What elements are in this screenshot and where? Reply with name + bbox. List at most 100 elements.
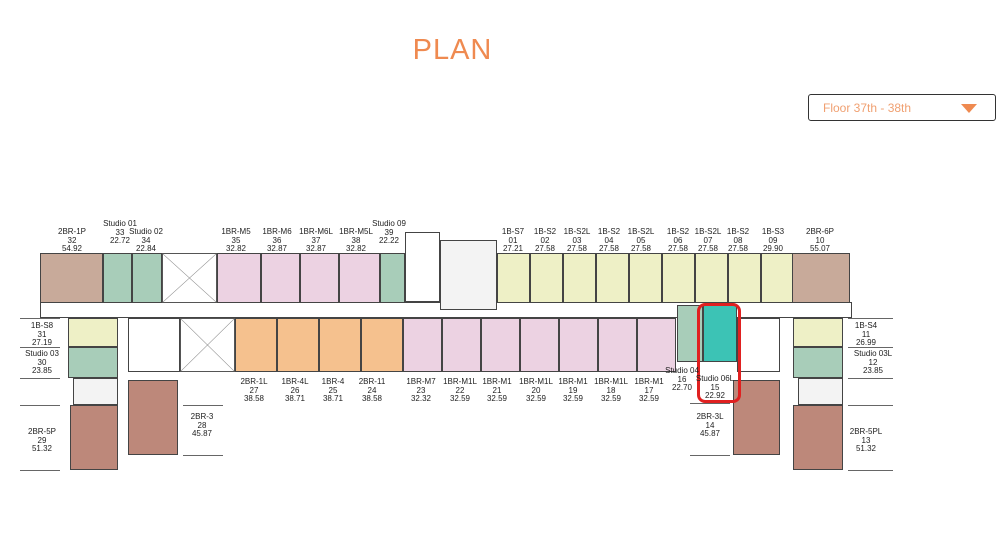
unit-label-area: 32.82 [225,244,247,253]
unit-label-no: 19 [568,385,578,395]
unit-19[interactable] [559,318,598,372]
unit-label-no: 10 [815,235,825,245]
unit-34[interactable] [132,253,162,303]
unit-32[interactable] [40,253,103,303]
caret-down-icon [961,104,977,113]
divider [848,318,893,319]
unit-label-no: 20 [531,385,541,395]
divider [183,455,223,456]
unit-label-no: 32 [67,235,77,245]
unit-39[interactable] [380,253,405,303]
unit-11[interactable] [793,318,843,347]
stair-left[interactable] [73,378,118,405]
unit-label-name: Studio 03L [853,349,893,358]
unit-label-no: 04 [604,235,614,245]
elevator-core-left[interactable] [128,318,180,372]
divider [20,470,60,471]
unit-label-no: 05 [636,235,646,245]
unit-label-name: 2BR-6P [805,227,835,236]
unit-label-no: 21 [492,385,502,395]
unit-label-no: 34 [141,235,151,245]
elevator-core-top[interactable] [405,232,440,302]
unit-05[interactable] [629,253,662,303]
unit-18[interactable] [598,318,637,372]
unit-label-area: 22.72 [109,236,131,245]
unit-30[interactable] [68,347,118,378]
divider [848,378,893,379]
unit-label-name: 1BR-M5 [221,227,251,236]
unit-label-area: 27.58 [667,244,689,253]
unit-label-no: 27 [249,385,259,395]
unit-17[interactable] [637,318,676,372]
unit-06[interactable] [662,253,695,303]
unit-07[interactable] [695,253,728,303]
divider [20,347,60,348]
unit-label-no: 22 [455,385,465,395]
unit-12[interactable] [793,347,843,378]
unit-10[interactable] [792,253,850,303]
unit-label-name: 1BR-M6 [262,227,292,236]
unit-37[interactable] [300,253,339,303]
unit-label-name: Studio 01 [103,219,137,228]
unit-25[interactable] [319,318,361,372]
unit-09[interactable] [761,253,795,303]
unit-label-area: 55.07 [809,244,831,253]
unit-label-area: 22.22 [378,236,400,245]
stair-right[interactable] [798,378,843,405]
unit-label-area: 32.59 [600,394,622,403]
unit-label-area: 32.59 [486,394,508,403]
unit-24[interactable] [361,318,403,372]
unit-38[interactable] [339,253,380,303]
unit-15[interactable] [703,305,737,362]
unit-label-area: 27.58 [534,244,556,253]
unit-label-no: 14 [705,420,715,430]
unit-label-no: 07 [703,235,713,245]
elevator-core-right[interactable] [737,318,780,372]
unit-label-name: 1BR-M1L [443,377,477,386]
unit-label-name: 1B-S2 [726,227,750,236]
unit-35[interactable] [217,253,261,303]
unit-13[interactable] [793,405,843,470]
unit-31[interactable] [68,318,118,347]
unit-33[interactable] [103,253,132,303]
unit-22[interactable] [442,318,481,372]
unit-04[interactable] [596,253,629,303]
unit-label-area: 51.32 [31,444,53,453]
unit-label-area: 51.32 [855,444,877,453]
unit-36[interactable] [261,253,300,303]
unit-08[interactable] [728,253,761,303]
floor-select[interactable]: Floor 37th - 38th [808,94,996,121]
unit-29[interactable] [70,405,118,470]
stair-core-top[interactable] [440,240,497,310]
unit-label-no: 37 [311,235,321,245]
divider [690,455,730,456]
unit-20[interactable] [520,318,559,372]
unit-label-name: 1B-S8 [30,321,54,330]
unit-label-name: 1BR-M7 [406,377,436,386]
unit-28[interactable] [128,380,178,455]
unit-label-area: 32.82 [345,244,367,253]
unit-23[interactable] [403,318,442,372]
unit-26[interactable] [277,318,319,372]
unit-21[interactable] [481,318,520,372]
unit-02[interactable] [530,253,563,303]
unit-label-name: 1B-S2 [597,227,621,236]
divider [848,470,893,471]
unit-03[interactable] [563,253,596,303]
unit-27[interactable] [235,318,277,372]
unit-label-no: 08 [733,235,743,245]
unit-01[interactable] [497,253,530,303]
